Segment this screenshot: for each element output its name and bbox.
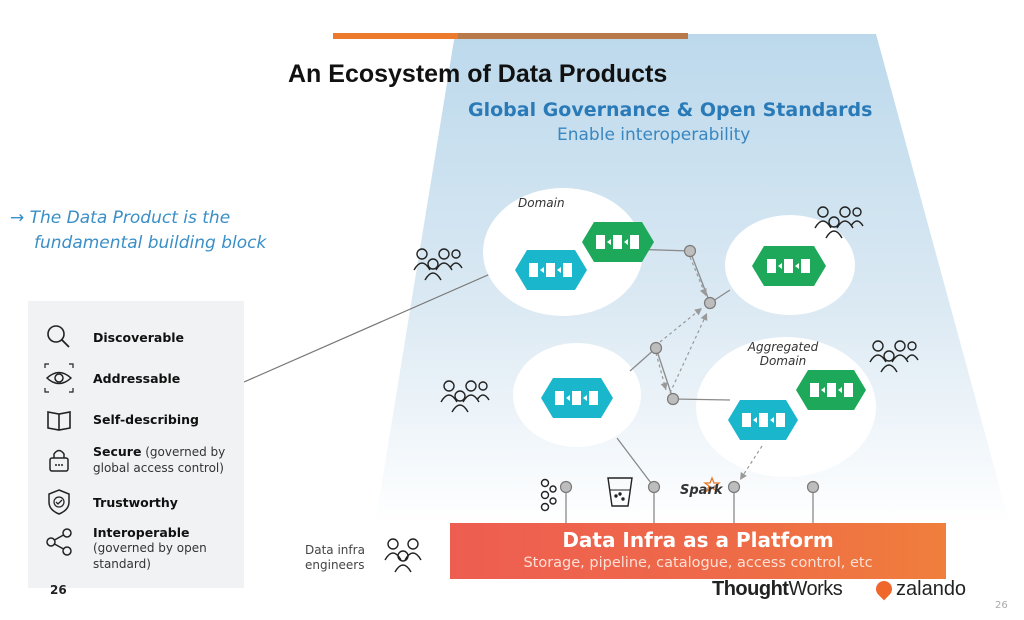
property-trustworthy: Trustworthy	[28, 483, 244, 523]
page-number-left: 26	[50, 583, 67, 597]
property-label: Self-describing	[93, 412, 199, 427]
data-product-green-top-right	[752, 246, 826, 286]
property-discoverable: Discoverable	[28, 318, 244, 358]
platform-title: Data Infra as a Platform	[562, 528, 834, 552]
shield-check-icon	[48, 489, 70, 515]
aggregated-label-line-1: Aggregated	[747, 340, 819, 354]
spark-star-icon	[703, 476, 721, 493]
people-group-icon	[814, 206, 864, 239]
property-note-line2: global access control)	[93, 461, 224, 475]
properties-panel: Discoverable Addressable Self-describing…	[28, 301, 244, 588]
tagline-line-2: fundamental building block	[34, 233, 267, 253]
property-label: Trustworthy	[93, 495, 178, 510]
port-nodes	[559, 244, 820, 494]
slide-title: An Ecosystem of Data Products	[288, 60, 668, 88]
page-number-right: 26	[995, 600, 1008, 611]
property-self-describing: Self-describing	[28, 400, 244, 440]
accent-bar-orange	[333, 33, 458, 39]
property-interoperable: Interoperable (governed by open standard…	[28, 523, 244, 571]
zalando-logo-text: zalando	[896, 578, 967, 600]
data-product-green-aggregated	[796, 370, 866, 410]
property-label: Addressable	[93, 371, 181, 386]
people-group-icon	[869, 340, 919, 373]
storage-bucket-icon	[607, 477, 633, 507]
infra-label-line-1: Data infra	[305, 543, 365, 557]
tagline: → The Data Product is the fundamental bu…	[10, 206, 266, 256]
property-addressable: Addressable	[28, 359, 244, 399]
property-note-line3: standard)	[93, 557, 151, 571]
governance-title: Global Governance & Open Standards	[468, 99, 873, 121]
thoughtworks-logo-thin: Works	[788, 578, 843, 600]
zalando-logo: zalando	[872, 577, 967, 601]
book-icon	[47, 411, 71, 431]
governance-subtitle: Enable interoperability	[557, 125, 751, 145]
magnifier-icon	[47, 325, 70, 348]
pointer-line	[243, 270, 498, 383]
infra-label-line-2: engineers	[305, 558, 365, 572]
kafka-icon	[540, 478, 557, 512]
property-label: Interoperable	[93, 525, 190, 540]
property-note-line2: (governed by open	[93, 541, 207, 555]
share-icon	[46, 528, 72, 556]
data-product-teal-domain	[515, 250, 587, 290]
data-product-green-domain	[582, 222, 654, 262]
lock-icon	[49, 449, 69, 472]
eye-icon	[44, 363, 74, 393]
spark-label: Spark	[680, 483, 723, 498]
platform-subtitle: Storage, pipeline, catalogue, access con…	[523, 555, 873, 571]
property-secure: Secure (governed by global access contro…	[28, 441, 244, 481]
property-label: Secure	[93, 444, 142, 459]
zalando-mark-icon	[872, 577, 896, 601]
aggregated-domain-label: Aggregated Domain	[745, 340, 821, 368]
domain-label: Domain	[518, 196, 565, 210]
thoughtworks-logo-bold: Thought	[712, 578, 789, 600]
people-group-icon	[440, 380, 490, 413]
property-note: (governed by	[141, 445, 226, 459]
aggregated-label-line-2: Domain	[759, 354, 807, 368]
accent-bar-brown	[458, 33, 688, 39]
thoughtworks-logo: ThoughtWorks	[712, 578, 843, 601]
dotted-arrows	[655, 256, 763, 481]
data-product-teal-aggregated	[728, 400, 798, 440]
platform-banner: Data Infra as a Platform Storage, pipeli…	[450, 523, 946, 579]
property-label: Discoverable	[93, 330, 185, 345]
tagline-line-1: → The Data Product is the	[10, 208, 231, 228]
infra-engineers-icon	[384, 538, 422, 573]
data-product-teal-bottom-left	[541, 378, 613, 418]
people-group-icon	[413, 248, 463, 281]
infra-engineers-label: Data infra engineers	[305, 543, 365, 573]
